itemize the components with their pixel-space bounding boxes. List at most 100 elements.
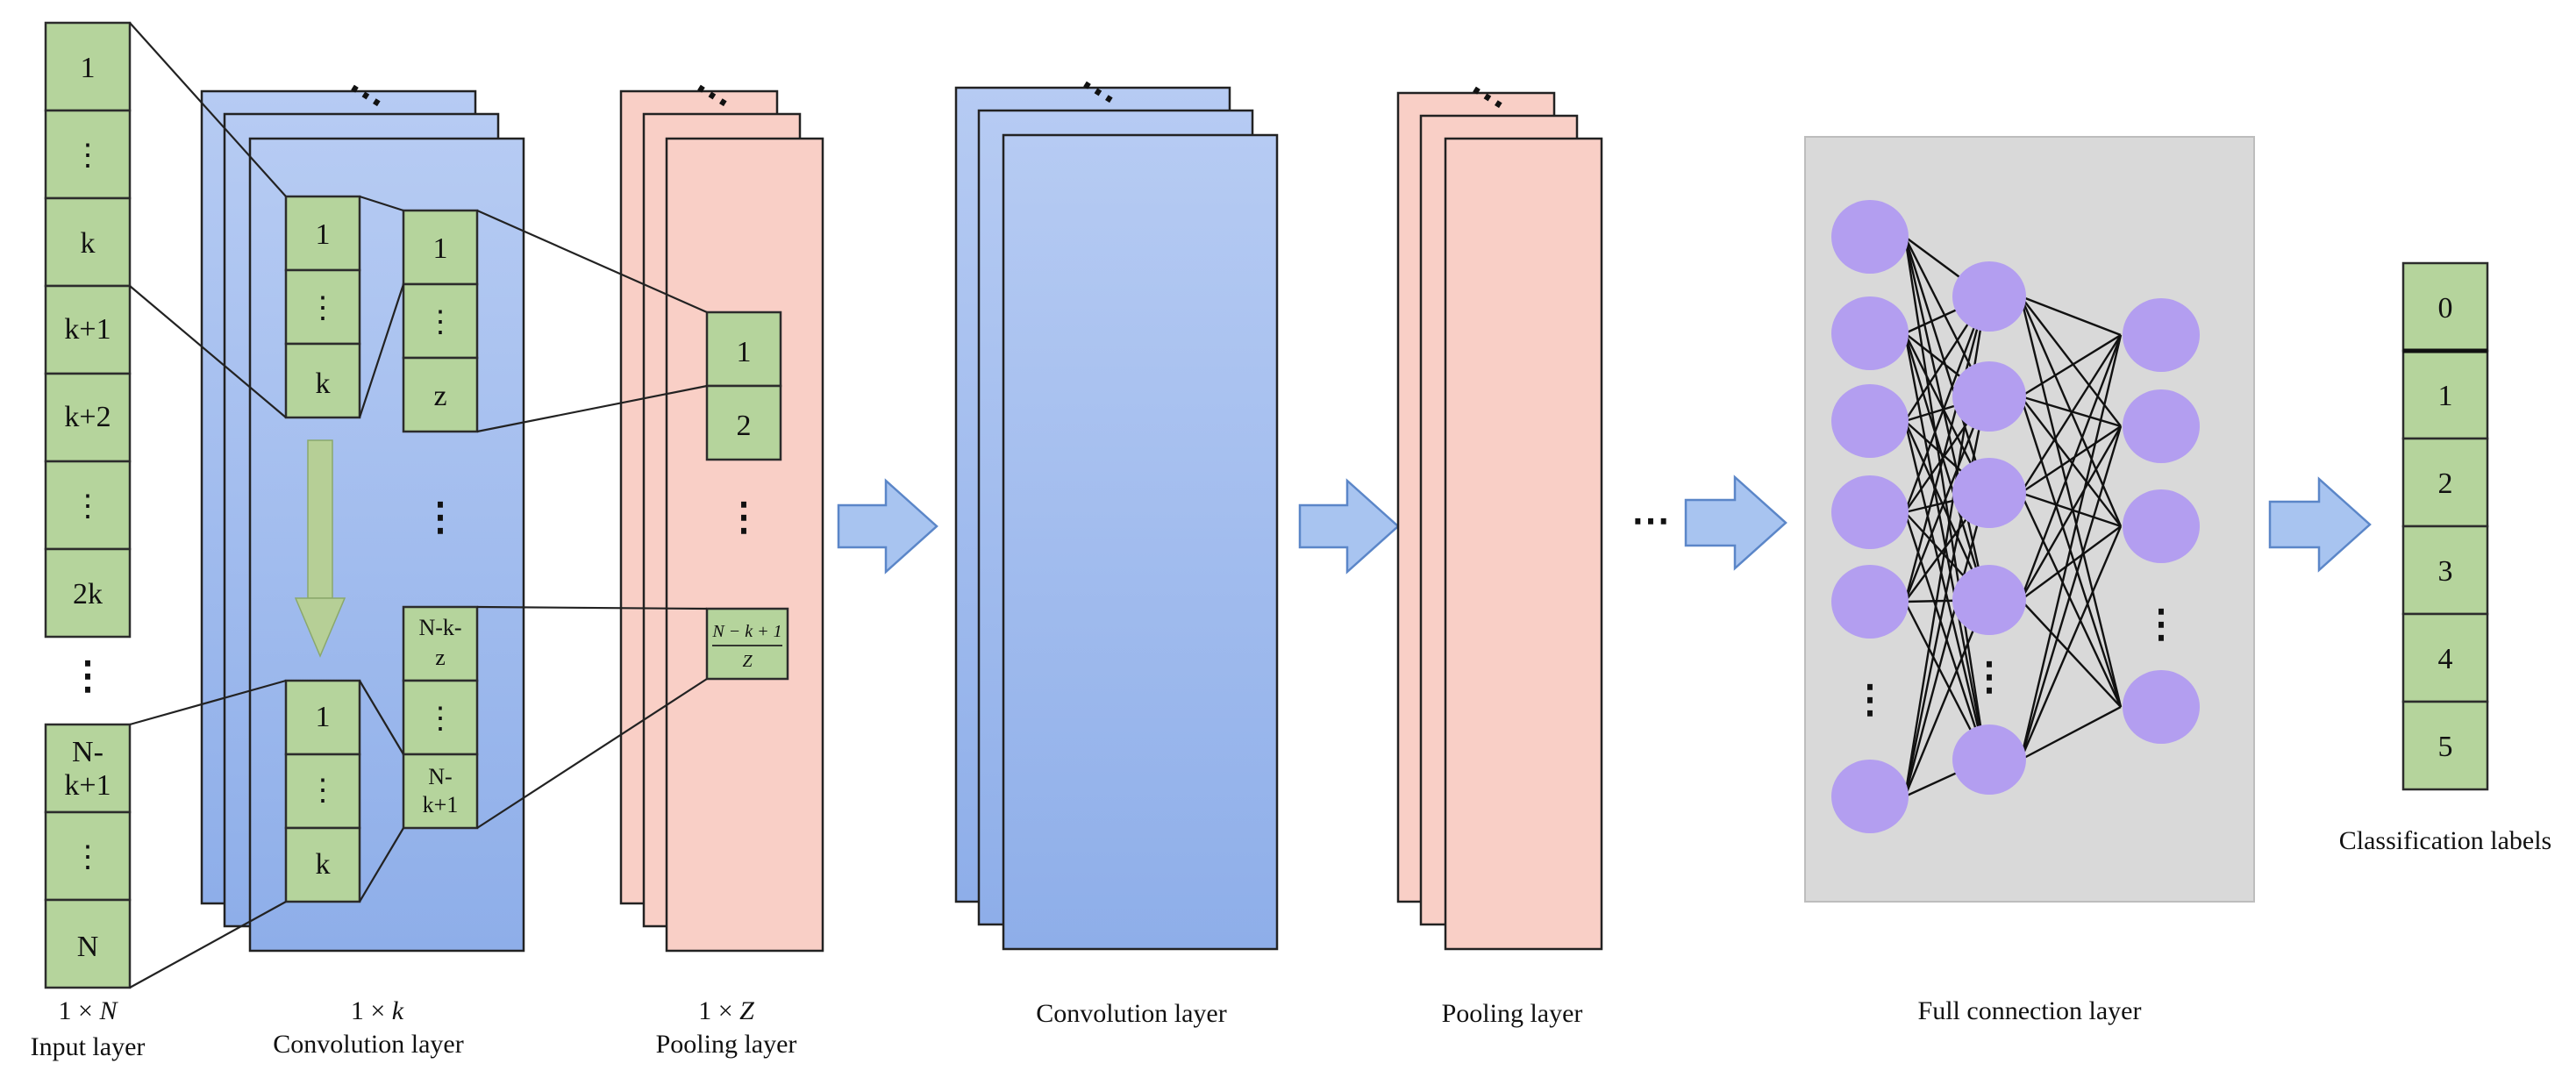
right-arrow-3 bbox=[1684, 475, 1788, 571]
fc-col2-dots: ⋮ bbox=[1970, 655, 2009, 698]
fc-neuron bbox=[2123, 389, 2200, 463]
input-cell-label: ⋮ bbox=[73, 139, 103, 172]
conv1-output-cell bbox=[402, 282, 479, 360]
conv1-output-cell bbox=[402, 356, 479, 433]
conv1-kernel-label: ⋮ bbox=[308, 292, 338, 325]
right-arrow-1 bbox=[837, 478, 938, 575]
input-cell bbox=[44, 21, 132, 112]
input-cell bbox=[44, 898, 132, 989]
pool1-cell bbox=[705, 310, 782, 388]
input-cell bbox=[44, 460, 132, 551]
conv1-output-label: k+1 bbox=[423, 792, 459, 817]
conv1-layer-dimension: 1 × k bbox=[351, 996, 404, 1025]
pool-layer-1: ⋯ 1 2 ⋮ N − k + 1 Z 1 × Z Pooling layer bbox=[619, 67, 824, 1059]
pool1-fraction-denominator: Z bbox=[742, 652, 753, 671]
conv1-kernel-label: k bbox=[316, 848, 331, 881]
fc-neuron bbox=[2123, 298, 2200, 372]
fc-neuron bbox=[1831, 200, 1909, 274]
conv1-kernel-label: k bbox=[316, 368, 331, 400]
fc-neuron bbox=[1831, 565, 1909, 639]
fc-col1-dots: ⋮ bbox=[1851, 678, 1889, 721]
label-value: 5 bbox=[2438, 731, 2453, 763]
fc-neuron bbox=[1831, 760, 1909, 833]
fc-layer: ⋮ ⋮ ⋮ Full connection layer bbox=[1804, 136, 2255, 1025]
fc-neuron bbox=[1831, 296, 1909, 370]
conv1-output-cell bbox=[402, 753, 479, 830]
conv1-kernel-cell bbox=[284, 826, 361, 903]
pool1-layer-title: Pooling layer bbox=[656, 1030, 797, 1059]
conv1-kernel-cell bbox=[284, 679, 361, 756]
connection-lines bbox=[129, 22, 708, 989]
label-cell bbox=[2401, 700, 2489, 791]
conv1-output-label: N- bbox=[428, 764, 452, 789]
fc-neuron bbox=[1952, 261, 2026, 332]
input-vertical-dots: ⋮ bbox=[68, 654, 107, 697]
label-cell bbox=[2401, 612, 2489, 703]
input-cell bbox=[44, 109, 132, 200]
fc-neuron bbox=[1952, 458, 2026, 528]
conv2-layer-title: Convolution layer bbox=[1036, 999, 1226, 1028]
pool1-fraction-numerator: N − k + 1 bbox=[711, 622, 781, 641]
input-cell-label: ⋮ bbox=[73, 490, 103, 523]
input-cell-label: k+1 bbox=[64, 769, 111, 802]
conv1-output-label: z bbox=[433, 380, 446, 412]
fc-neuron bbox=[2123, 670, 2200, 744]
conv1-output-label: ⋮ bbox=[425, 703, 455, 735]
input-layer-dimension: 1 × N bbox=[59, 996, 119, 1025]
slide-down-arrow bbox=[294, 439, 346, 658]
pool2-map-front bbox=[1444, 137, 1603, 951]
label-value: 3 bbox=[2438, 555, 2453, 588]
input-cell-label: 2k bbox=[73, 578, 103, 610]
conv1-output-label: z bbox=[435, 645, 446, 670]
label-cell bbox=[2401, 525, 2489, 616]
pool1-cell bbox=[705, 384, 782, 461]
input-cell-label: N- bbox=[72, 736, 103, 768]
conv-layer-2: ⋯ Convolution layer bbox=[954, 63, 1279, 1028]
conv1-vertical-dots: ⋮ bbox=[421, 496, 460, 539]
label-value: 4 bbox=[2438, 643, 2453, 675]
pool1-layer-dimension: 1 × Z bbox=[698, 996, 754, 1025]
horizontal-ellipsis: ⋯ bbox=[1631, 499, 1670, 542]
conv1-kernel-label: ⋮ bbox=[308, 774, 338, 807]
input-cell-label: k+2 bbox=[64, 401, 111, 433]
fc-edges bbox=[1903, 236, 2123, 798]
pool1-cell-label: 1 bbox=[737, 336, 752, 368]
fc-layer-title: Full connection layer bbox=[1918, 996, 2142, 1025]
pool1-cell-fraction bbox=[705, 607, 789, 681]
label-cell bbox=[2401, 349, 2489, 440]
input-cell-label: N bbox=[77, 931, 99, 963]
pool1-cell-label: 2 bbox=[737, 410, 752, 442]
input-cell-label: ⋮ bbox=[73, 841, 103, 874]
conv1-kernel-cell bbox=[284, 342, 361, 419]
label-value: 0 bbox=[2438, 292, 2453, 325]
input-cell bbox=[44, 284, 132, 375]
conv1-kernel-label: 1 bbox=[316, 218, 331, 251]
input-cell bbox=[44, 547, 132, 639]
right-arrow-2 bbox=[1298, 478, 1400, 575]
conv1-output-label: ⋮ bbox=[425, 306, 455, 339]
fc-neuron bbox=[2123, 489, 2200, 563]
input-cell-label: 1 bbox=[81, 52, 96, 84]
input-cell-label: k bbox=[81, 227, 96, 260]
right-arrow-4 bbox=[2268, 476, 2372, 573]
labels-title: Classification labels bbox=[2339, 826, 2551, 855]
fc-neuron bbox=[1831, 384, 1909, 458]
conv1-output-label: N-k- bbox=[418, 615, 461, 640]
pool2-layer-title: Pooling layer bbox=[1442, 999, 1583, 1028]
input-layer: 1 ⋮ k k+1 k+2 ⋮ 2k ⋮ N- k+1 ⋮ N 1 × N In… bbox=[31, 21, 146, 1061]
conv1-kernel-label: 1 bbox=[316, 701, 331, 733]
label-value: 2 bbox=[2438, 467, 2453, 500]
pool1-vertical-dots: ⋮ bbox=[724, 496, 763, 539]
fc-col3-dots: ⋮ bbox=[2142, 603, 2180, 646]
conv1-output-cell bbox=[402, 679, 479, 756]
pool-layer-2: ⋯ Pooling layer bbox=[1396, 68, 1603, 1028]
fc-neuron bbox=[1952, 361, 2026, 432]
input-layer-title: Input layer bbox=[31, 1032, 146, 1061]
conv1-output-label: 1 bbox=[433, 232, 448, 265]
label-value: 1 bbox=[2438, 380, 2453, 412]
conv1-kernel-cell bbox=[284, 268, 361, 346]
pool1-map-front bbox=[665, 137, 824, 953]
fc-neuron bbox=[1952, 565, 2026, 635]
conv-layer-1: ⋯ 1 ⋮ k 1 ⋮ z ⋮ 1 ⋮ k N-k- z ⋮ bbox=[200, 67, 525, 1059]
